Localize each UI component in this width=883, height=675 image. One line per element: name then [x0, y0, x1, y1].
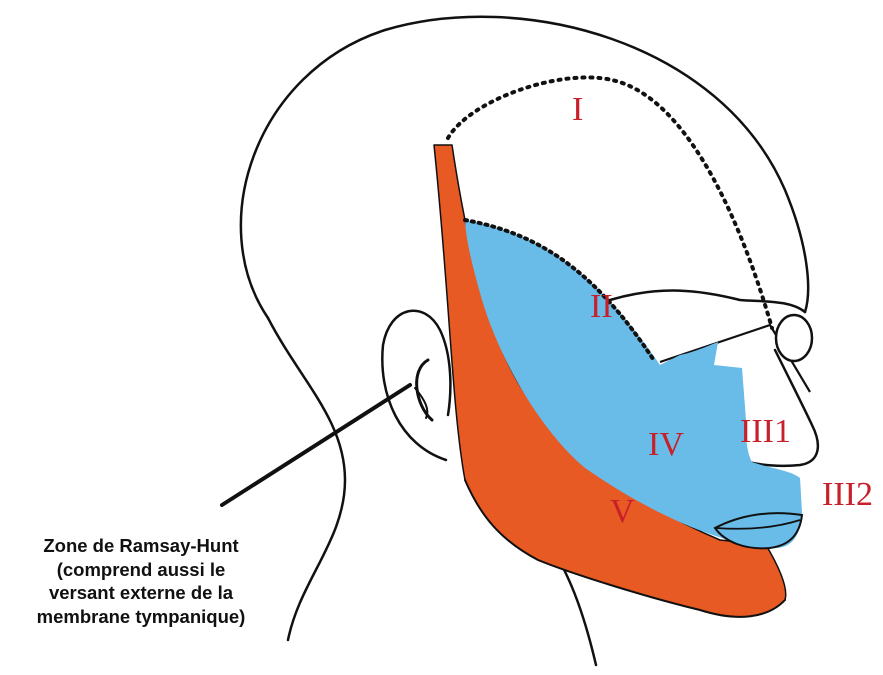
zone-label-3-2: III2 — [822, 476, 873, 513]
caption-line-1: Zone de Ramsay-Hunt — [0, 534, 282, 558]
caption-line-3: versant externe de la — [0, 581, 282, 605]
caption-pointer-line — [222, 385, 410, 505]
zone-label-2: II — [590, 288, 613, 325]
zone-label-1: I — [572, 91, 583, 128]
caption-line-2: (comprend aussi le — [0, 558, 282, 582]
zone-label-5: V — [610, 493, 635, 530]
eye — [776, 315, 812, 361]
zone-label-3-1: III1 — [740, 413, 791, 450]
caption-line-4: membrane tympanique) — [0, 605, 282, 629]
zone-label-4: IV — [648, 426, 684, 463]
ramsay-hunt-caption: Zone de Ramsay-Hunt (comprend aussi le v… — [0, 534, 282, 628]
brow-outline — [610, 291, 805, 312]
